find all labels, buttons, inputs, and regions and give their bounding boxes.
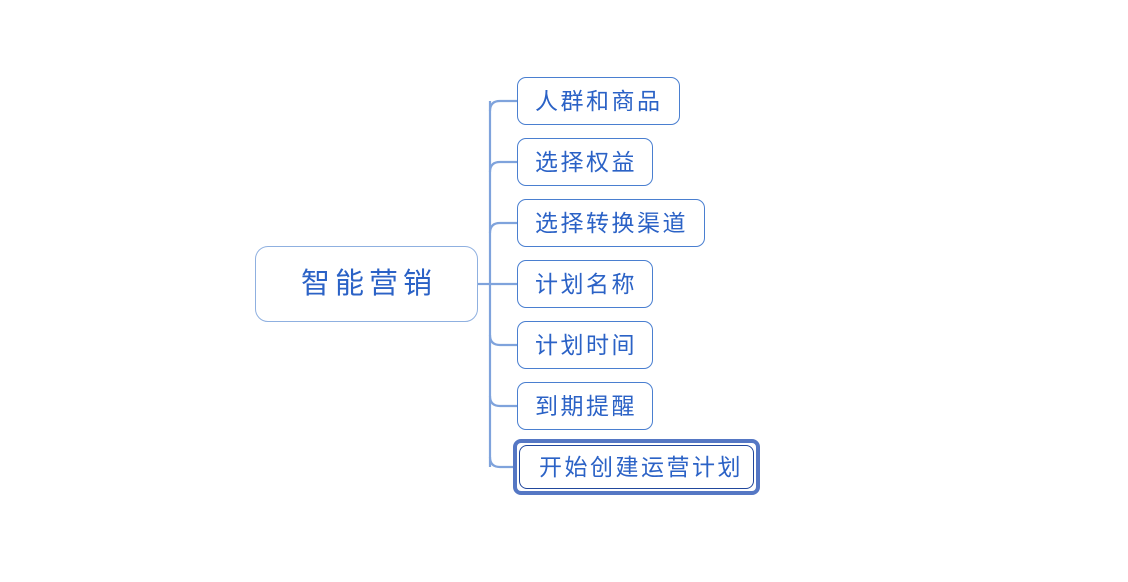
root-node[interactable]: 智能营销 xyxy=(255,246,478,322)
root-node-label: 智能营销 xyxy=(300,267,437,300)
connector-branch-3 xyxy=(488,221,517,234)
node-start-create-operation-plan[interactable]: 开始创建运营计划 xyxy=(513,439,760,495)
node-label: 到期提醒 xyxy=(535,392,637,419)
connector-branch-6 xyxy=(488,395,517,408)
connector-branch-5 xyxy=(488,334,517,347)
node-select-conversion-channel[interactable]: 选择转换渠道 xyxy=(517,199,705,247)
connector-branch-7 xyxy=(488,456,515,469)
node-crowd-and-products[interactable]: 人群和商品 xyxy=(517,77,680,125)
node-label: 计划名称 xyxy=(535,270,637,297)
node-label: 开始创建运营计划 xyxy=(539,453,743,480)
node-label: 计划时间 xyxy=(535,331,637,358)
node-plan-time[interactable]: 计划时间 xyxy=(517,321,653,369)
node-label: 选择转换渠道 xyxy=(535,209,688,236)
selection-inner-frame: 开始创建运营计划 xyxy=(519,445,754,489)
node-label: 人群和商品 xyxy=(535,87,663,114)
connector-branch-2 xyxy=(488,160,517,173)
node-plan-name[interactable]: 计划名称 xyxy=(517,260,653,308)
node-expiry-reminder[interactable]: 到期提醒 xyxy=(517,382,653,430)
node-label: 选择权益 xyxy=(535,148,637,175)
node-select-benefits[interactable]: 选择权益 xyxy=(517,138,653,186)
connector-branch-1 xyxy=(488,99,517,112)
